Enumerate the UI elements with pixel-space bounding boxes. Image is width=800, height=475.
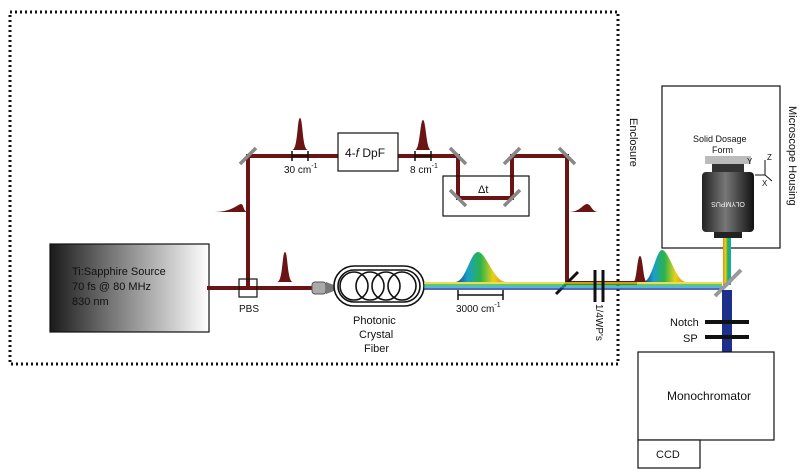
fiber-label-line2: Crystal xyxy=(359,329,393,341)
microscope-housing-label: Microscope Housing xyxy=(786,106,798,206)
photonic-crystal-fiber-coil xyxy=(333,265,425,307)
spectrum-3000 xyxy=(455,252,506,282)
pulse-6 xyxy=(633,256,647,282)
fiber-coupler xyxy=(311,281,334,295)
pulse-1 xyxy=(292,118,308,150)
mirrors xyxy=(238,146,577,208)
sp-label: SP xyxy=(683,333,698,345)
pulse-shaper-box xyxy=(337,132,399,172)
beam-to-objective xyxy=(723,238,731,285)
monochromator-label: Monochromator xyxy=(667,389,751,403)
ccd-box xyxy=(637,439,701,469)
quarter-wave-plates xyxy=(593,270,605,302)
bandwidth-8-label: 8 cm-1 xyxy=(410,163,438,176)
monochromator-box xyxy=(637,351,775,441)
bandwidth-markers xyxy=(291,151,504,300)
pulse-4 xyxy=(569,204,598,212)
objective-brand: OLYMPUS xyxy=(711,200,745,207)
bandwidth-3000-label: 3000 cm-1 xyxy=(456,302,501,315)
axes-indicator xyxy=(755,160,773,182)
waveplates-label: 1/4WP's xyxy=(593,304,604,341)
laser-source: Ti:Sapphire Source 70 fs @ 80 MHz 830 nm xyxy=(49,243,210,333)
sample-label-line1: Solid Dosage xyxy=(693,134,747,144)
axis-z-label: Z xyxy=(767,153,772,162)
sample-label-line2: Form xyxy=(712,145,733,155)
enclosure-label: Enclosure xyxy=(627,118,639,167)
delay-stage-box xyxy=(442,175,530,217)
bandwidth-30-label: 30 cm-1 xyxy=(284,163,318,176)
pulse-2 xyxy=(415,120,431,150)
mirror-3 xyxy=(448,188,468,208)
pulse-3 xyxy=(214,204,248,212)
sample-tablet xyxy=(705,156,751,164)
notch-label: Notch xyxy=(670,317,699,329)
spectrum-combined xyxy=(643,250,686,282)
fiber-label-line3: Fiber xyxy=(364,343,389,355)
axis-y-label: Y xyxy=(747,157,753,166)
source-label-line3: 830 nm xyxy=(72,296,109,308)
source-label-line1: Ti:Sapphire Source xyxy=(72,266,166,278)
mirror-4 xyxy=(502,188,522,208)
mirror-1 xyxy=(238,146,258,166)
axis-x-label: X xyxy=(762,179,768,188)
supercontinuum-beam xyxy=(424,282,722,290)
mirror-5 xyxy=(502,146,522,166)
pulse-shapes xyxy=(214,118,647,282)
pulse-shaper-label: 4-f DpF xyxy=(345,146,385,160)
microscope-dichroic xyxy=(713,268,743,298)
pulse-5 xyxy=(277,252,293,282)
source-label-line2: 70 fs @ 80 MHz xyxy=(72,281,151,293)
ccd-label: CCD xyxy=(656,449,680,461)
delay-label: Δt xyxy=(478,184,488,196)
mirror-6 xyxy=(557,146,577,166)
microscope-housing-box xyxy=(661,85,781,249)
microscope-objective: OLYMPUS xyxy=(702,164,754,238)
pbs-cube xyxy=(238,278,258,298)
pbs-label: PBS xyxy=(239,304,259,315)
fiber-label-line1: Photonic xyxy=(353,315,396,327)
mirror-2 xyxy=(448,146,468,166)
